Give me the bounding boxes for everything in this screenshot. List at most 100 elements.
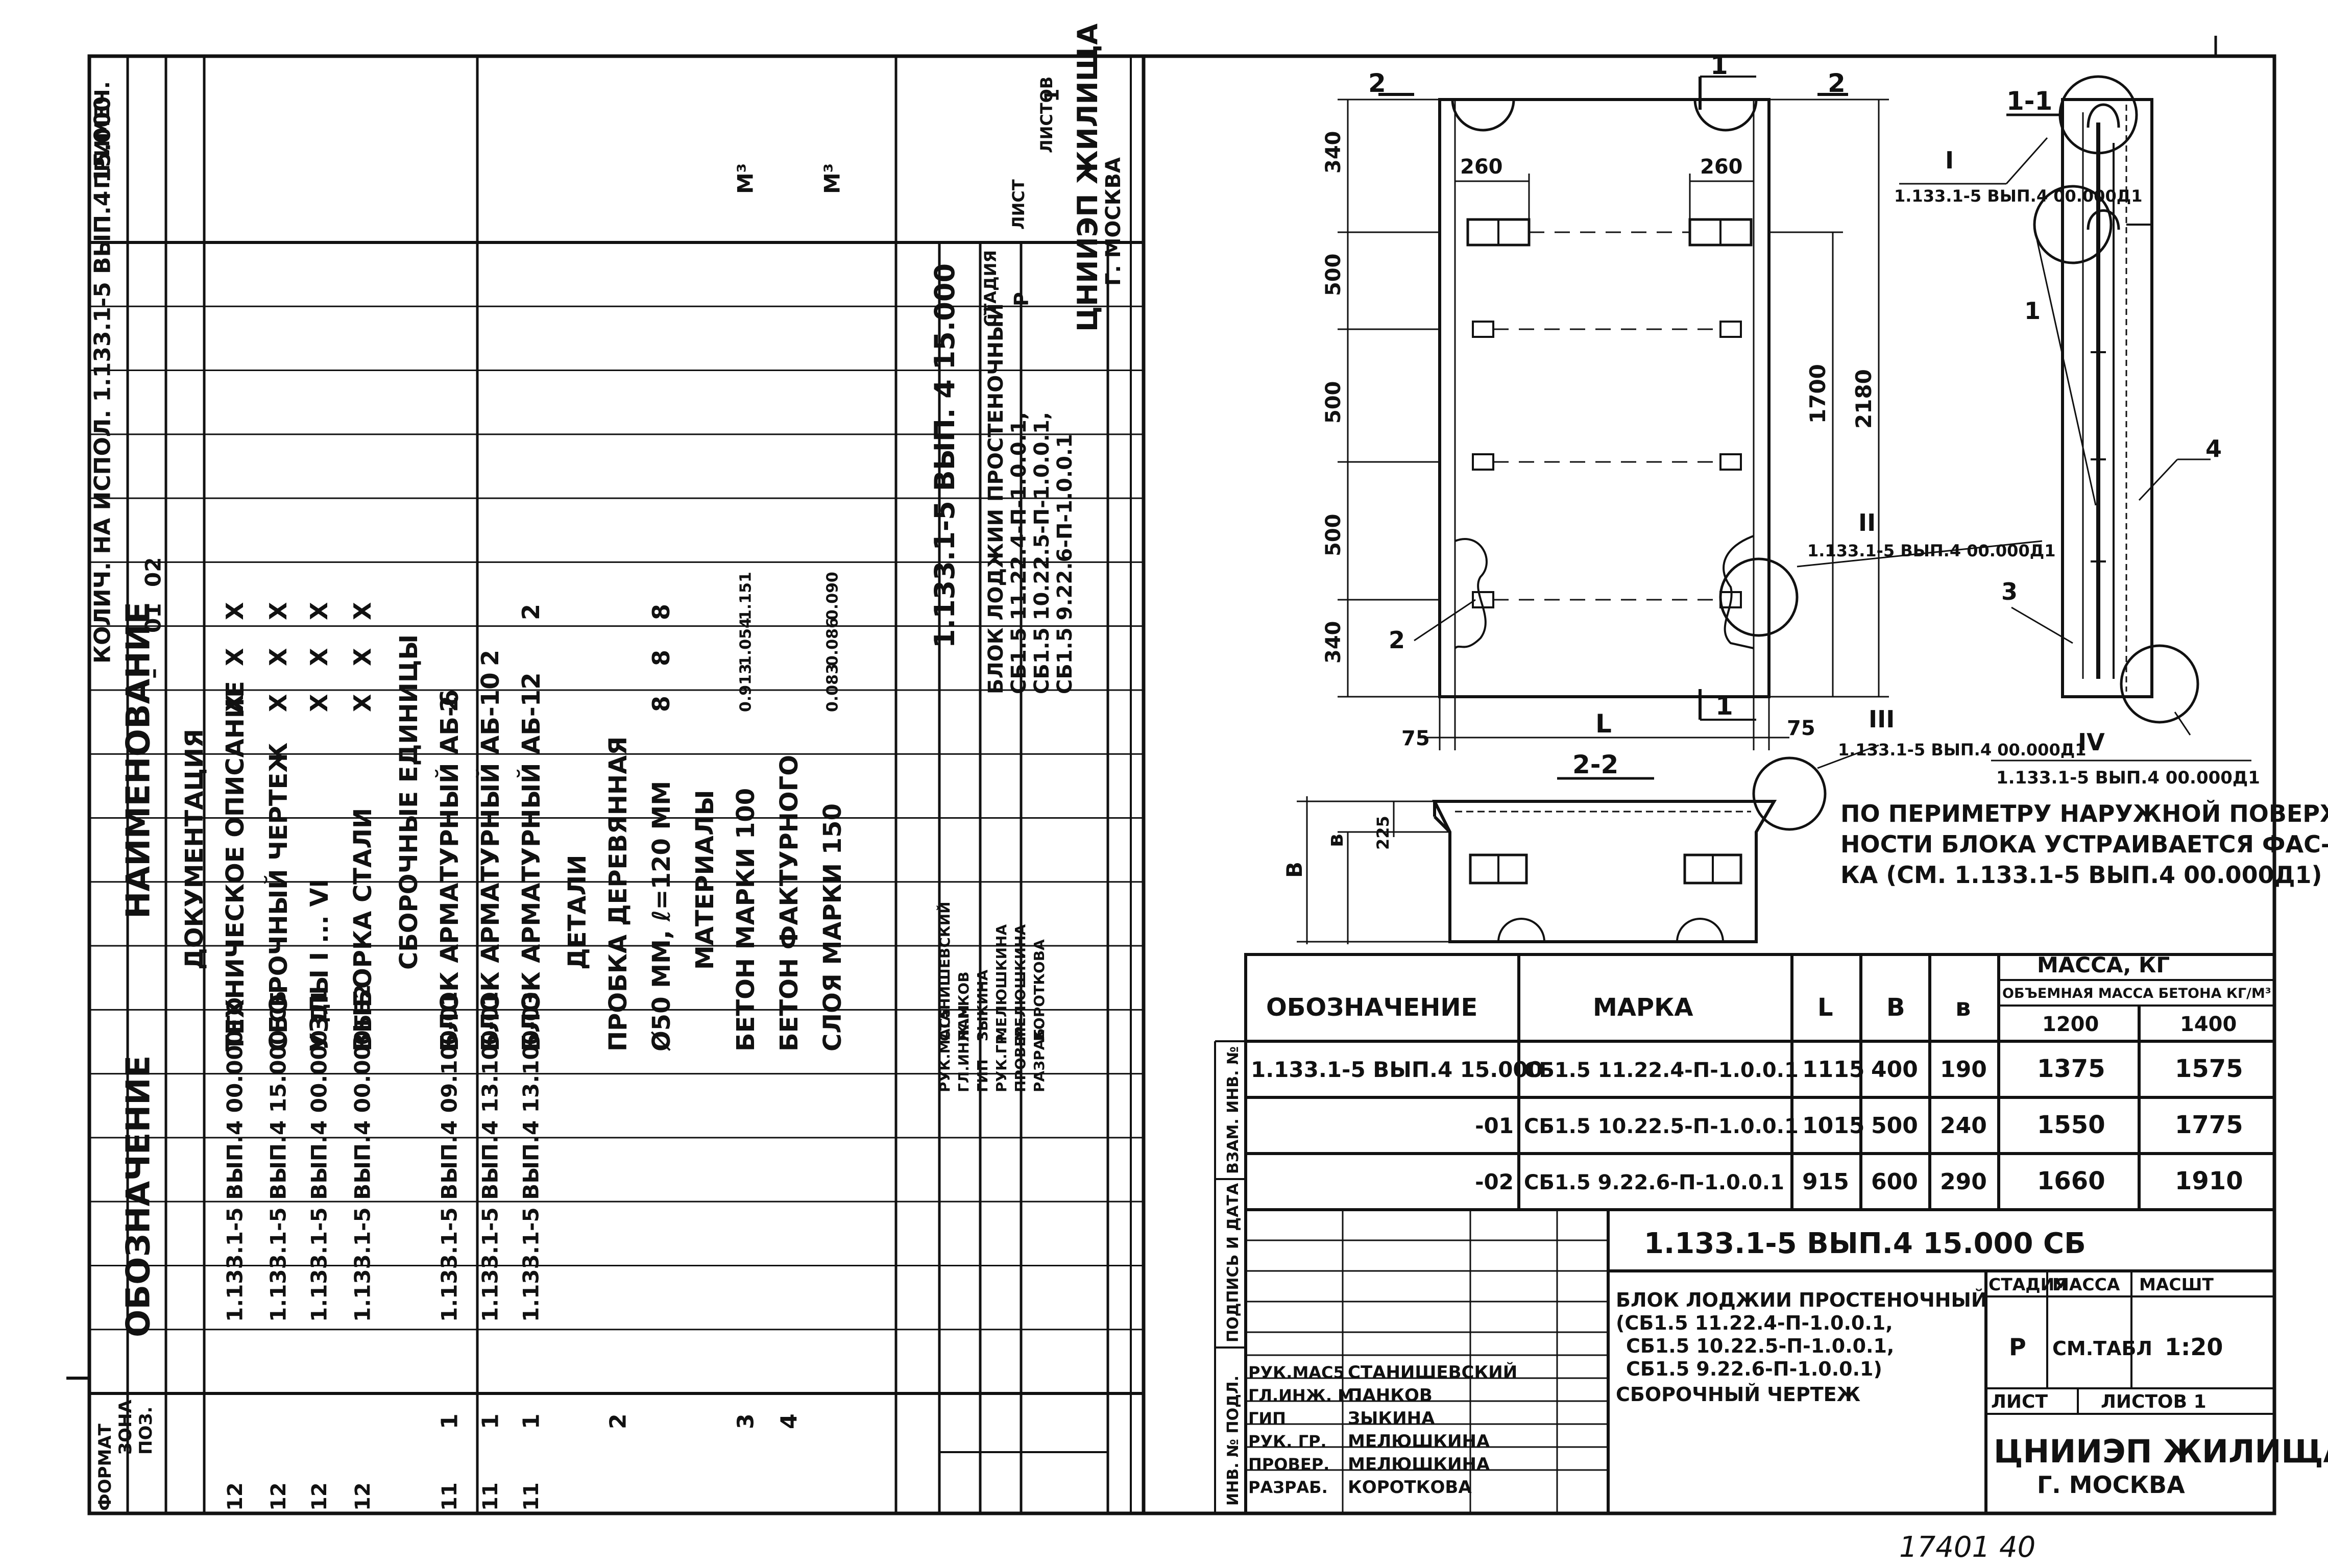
dim-2180: 2180 [1851,369,1876,429]
spec-cell-pos: 1 [477,1413,503,1429]
spec-cell-designation: 1.133.1-5 ВЫП.4 00.000 Д1 [307,989,332,1322]
tb-title-3: СБ1.5 9.22.6-П-1.0.0.1) [1626,1358,1882,1380]
spec-cell-pos: 1 [518,1413,544,1429]
tb-city: Г. МОСКВА [2037,1471,2185,1499]
spec-stamp-sheet-label: ЛИСТ [1009,179,1028,230]
tb-sheets-label: ЛИСТОВ 1 [2101,1391,2206,1412]
spec-cell-qty-1: 8 [647,650,675,666]
spec-cell-qty-2: X [305,602,333,620]
spec-cell-qty-0: 8 [647,696,675,712]
spec-cell-name: ВЫБОРКА СТАЛИ [349,808,377,1051]
mt-cell-b: 190 [1940,1057,1987,1083]
spec-cell-pos: 1 [436,1413,463,1429]
tb-person-name: МЕЛЮШКИНА [1348,1431,1490,1452]
callout-I-node: I [1945,146,1954,174]
spec-cell-note: М³ [733,163,758,194]
spec-stamp-stage: Р [1010,292,1032,306]
section-2-2-labels: 2-2 В в 225 [1282,750,1618,878]
spec-stamp-person-role: РУК.МАС5 [936,1008,953,1092]
dim-225: 225 [1373,816,1393,850]
spec-header-qty-label: КОЛИЧ. НА ИСПОЛ. 1.133.1-5 ВЫП.4 15.000 [89,96,115,664]
spec-stamp-person-role: ПРОВЕР. [1012,1021,1029,1092]
mark-table-and-title-block [1214,953,2276,1515]
spec-header-zone: ЗОНА [115,1399,136,1455]
tb-person-name: МЕЛЮШКИНА [1348,1454,1490,1475]
tb-org: ЦНИИЭП ЖИЛИЩА [1994,1433,2328,1470]
tb-person-name: СТАНИШЕВСКИЙ [1348,1362,1517,1383]
side-inv-podl: ИНВ. № ПОДЛ. [1224,1376,1242,1506]
spec-cell-name: СБОРОЧНЫЙ ЧЕРТЕЖ [264,743,293,1051]
spec-section-heading: ДОКУМЕНТАЦИЯ [180,729,209,970]
section-2-2 [1297,777,1777,944]
dim-75-right: 75 [1787,717,1815,740]
spec-header-qty-col-1: 01 [141,603,166,633]
spec-cell-format: 11 [520,1482,543,1511]
mt-cell-L: 1015 [1802,1113,1864,1139]
spec-cell-designation: 1.133.1-5 ВЫП.4 00.000ТБ2 [350,984,375,1322]
spec-header-note: ПРИМЕЧ. [91,81,114,189]
footer-number: 17401 40 [1899,1531,2035,1564]
tb-scale: 1:20 [2165,1333,2223,1361]
tb-person-role: ПРОВЕР. [1248,1455,1329,1474]
tb-sheet-label: ЛИСТ [1991,1391,2048,1412]
spec-cell-name: БЛОК АРМАТУРНЫЙ АБ-10 [476,672,505,1051]
tb-title-4: СБОРОЧНЫЙ ЧЕРТЕЖ [1616,1383,1860,1406]
side-podpis: ПОДПИСЬ И ДАТА [1224,1183,1242,1342]
tb-person-name: ЗЫКИНА [1348,1408,1435,1429]
mt-cell-B: 400 [1871,1057,1918,1083]
spec-stamp-title: БЛОК ЛОДЖИИ ПРОСТЕНОЧНЫЙ [983,303,1008,694]
spec-section-heading: ДЕТАЛИ [563,855,592,970]
tb-title-2: СБ1.5 10.22.5-П-1.0.0.1, [1626,1335,1894,1357]
section-mark-1-top: 1 [1710,51,1728,80]
note-line-3: КА (СМ. 1.133.1-5 ВЫП.4 00.000Д1) [1840,861,2322,889]
spec-cell-format: 11 [438,1482,462,1511]
spec-cell-name: ПРОБКА ДЕРЕВЯННАЯ [604,737,633,1051]
spec-cell-name: БЛОК АРМАТУРНЫЙ АБ-12 [517,672,546,1051]
mt-cell-mark: СБ1.5 11.22.4-П-1.0.0.1 [1524,1059,1799,1082]
spec-cell-designation: 1.133.1-5 ВЫП.4 15.000 СБ [266,991,291,1322]
spec-cell-qty-1: 0.086 [824,618,842,666]
mt-header-mark: МАРКА [1593,993,1693,1022]
side-strip: ИНВ. № ПОДЛ. ПОДПИСЬ И ДАТА ВЗАМ. ИНВ. № [1224,1046,1242,1506]
title-block: 1.133.1-5 ВЫП.4 15.000 СБ БЛОК ЛОДЖИИ ПР… [1248,1227,2328,1499]
tb-person-role: РУК. ГР. [1248,1432,1327,1451]
dim-b-lower: в [1323,834,1348,847]
spec-cell-pos: 3 [733,1413,759,1429]
spec-stamp-person-role: РУК.ГР. [993,1028,1010,1092]
spec-cell-format: 11 [479,1482,502,1511]
mt-header-density-1400: 1400 [2180,1013,2237,1036]
spec-stamp-sheets: 1 [1040,89,1063,102]
spec-cell-qty-1: X [305,648,333,666]
mt-header-mass: МАССА, КГ [2037,952,2170,977]
tb-person-role: ГИП [1248,1409,1286,1428]
spec-stamp-person-name: СТАНИШЕВСКИЙ [936,901,953,1041]
spec-stamp-person-role: ГИП [974,1059,991,1092]
mt-header-designation: ОБОЗНАЧЕНИЕ [1266,993,1477,1022]
dim-hole-right: 260 [1700,155,1743,179]
dim-500-3: 500 [1322,514,1345,557]
pos-3-label: 3 [2001,578,2018,605]
spec-stamp-person-name: КОРОТКОВА [1031,939,1048,1041]
mt-cell-mass-1400: 1775 [2175,1111,2243,1139]
mt-cell-designation: -01 [1475,1113,1514,1138]
spec-header-format: ФОРМАТ [95,1423,115,1511]
dim-340-top: 340 [1322,131,1345,174]
spec-cell-qty-0: X [221,694,249,712]
dim-340-bottom: 340 [1322,621,1345,664]
section-1-1-labels: 1-1 I 1.133.1-5 ВЫП.4 00.000Д1 1 4 3 IV … [1894,86,2260,788]
tb-mass: СМ.ТАБЛ [2052,1337,2152,1360]
dim-hole-left: 260 [1460,155,1503,179]
spec-cell-qty-0: 0.913 [737,664,755,712]
spec-cell-qty-0: 2 [435,696,463,712]
section-mark-2-right: 2 [1828,68,1846,98]
spec-stamp-person-name: ЗЫКИНА [974,969,991,1041]
dim-500-2: 500 [1322,381,1345,424]
mt-header-density-1200: 1200 [2042,1013,2099,1036]
mt-header-b: в [1955,993,1971,1022]
spec-cell-name: БЛОК АРМАТУРНЫЙ АБ-6 [435,690,464,1051]
note-line-2: НОСТИ БЛОКА УСТРАИВАЕТСЯ ФАС- [1840,830,2328,858]
spec-cell-qty-1: X [264,648,292,666]
callout-IV-node: IV [2078,728,2105,756]
spec-cell-designation: 1.133.1-5 ВЫП.4 00.000ТО [223,997,248,1322]
drawing-note: ПО ПЕРИМЕТРУ НАРУЖНОЙ ПОВЕРХ- НОСТИ БЛОК… [1840,800,2328,889]
